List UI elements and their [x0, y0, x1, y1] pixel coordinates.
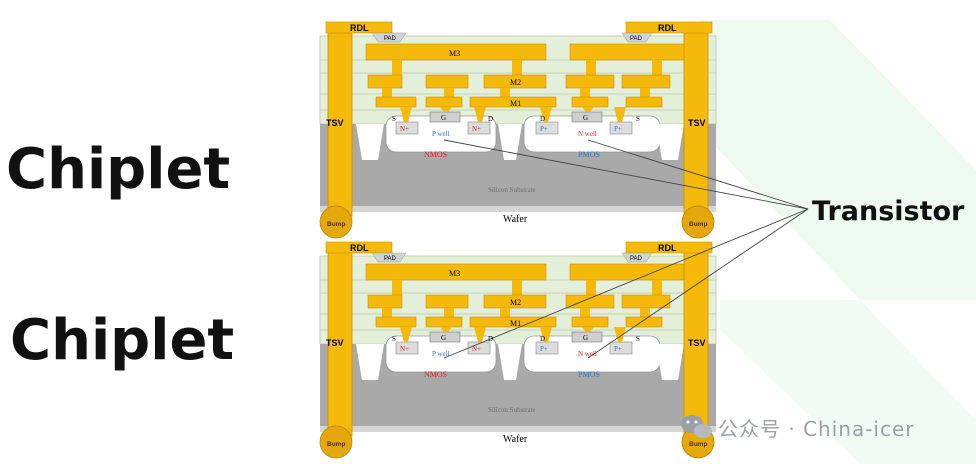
tsv-label-left: TSV [326, 338, 344, 348]
substrate-label: Silicon Substrate [488, 406, 536, 414]
tsv-label-right: TSV [688, 118, 706, 128]
m3-label: M3 [449, 49, 460, 58]
drain-label-nmos: D [488, 115, 493, 123]
m3-label: M3 [449, 269, 460, 278]
nmos-label: NMOS [424, 370, 447, 379]
wafer-label: Wafer [503, 214, 528, 225]
rdl-label-left: RDL [350, 243, 369, 253]
gate-label-nmos: G [441, 334, 446, 342]
m1-label: M1 [510, 99, 521, 108]
p-plus-label-left: P+ [540, 125, 548, 133]
source-label-pmos: S [636, 115, 640, 123]
source-label-nmos: S [392, 335, 396, 343]
gate-label-pmos: G [583, 114, 588, 122]
gate-label-nmos: G [441, 114, 446, 122]
chiplet-label-top: Chiplet [6, 137, 231, 202]
bump-label-right: Bump [689, 221, 707, 228]
n-plus-label-left: N+ [400, 125, 409, 133]
n-plus-label-right: N+ [472, 345, 481, 353]
rdl-label-right: RDL [658, 23, 677, 33]
transistor-label: Transistor [812, 196, 965, 227]
n-well-label: N well [578, 350, 597, 358]
n-plus-label-left: N+ [400, 345, 409, 353]
wafer-label: Wafer [503, 434, 528, 445]
drain-label-pmos: D [540, 115, 545, 123]
pad-label-left: PAD [384, 256, 397, 262]
p-plus-label-right: P+ [614, 125, 622, 133]
tsv-label-left: TSV [326, 118, 344, 128]
nmos-label: NMOS [424, 150, 447, 159]
bump-label-right: Bump [689, 441, 707, 448]
drain-label-nmos: D [488, 335, 493, 343]
substrate-label: Silicon Substrate [488, 186, 536, 194]
n-well-label: N well [578, 130, 597, 138]
m2-label: M2 [510, 78, 521, 87]
source-label-pmos: S [636, 335, 640, 343]
p-well-label: P well [432, 130, 449, 138]
gate-label-pmos: G [583, 334, 588, 342]
chiplet-label-bottom: Chiplet [10, 308, 235, 373]
m1-label: M1 [510, 319, 521, 328]
pad-label-right: PAD [630, 36, 643, 42]
pmos-label: PMOS [578, 370, 600, 379]
watermark-text: 公众号 · China-icer [718, 417, 915, 441]
source-label-nmos: S [392, 115, 396, 123]
bump-label-left: Bump [327, 221, 345, 228]
bump-label-left: Bump [327, 441, 345, 448]
p-plus-label-left: P+ [540, 345, 548, 353]
transistor-pointers [443, 139, 809, 359]
p-well-label: P well [432, 350, 449, 358]
pmos-label: PMOS [578, 150, 600, 159]
pad-label-right: PAD [630, 256, 643, 262]
pad-label-left: PAD [384, 36, 397, 42]
p-plus-label-right: P+ [614, 345, 622, 353]
n-plus-label-right: N+ [472, 125, 481, 133]
tsv-label-right: TSV [688, 338, 706, 348]
rdl-label-right: RDL [658, 243, 677, 253]
drain-label-pmos: D [540, 335, 545, 343]
rdl-label-left: RDL [350, 23, 369, 33]
m2-label: M2 [510, 298, 521, 307]
